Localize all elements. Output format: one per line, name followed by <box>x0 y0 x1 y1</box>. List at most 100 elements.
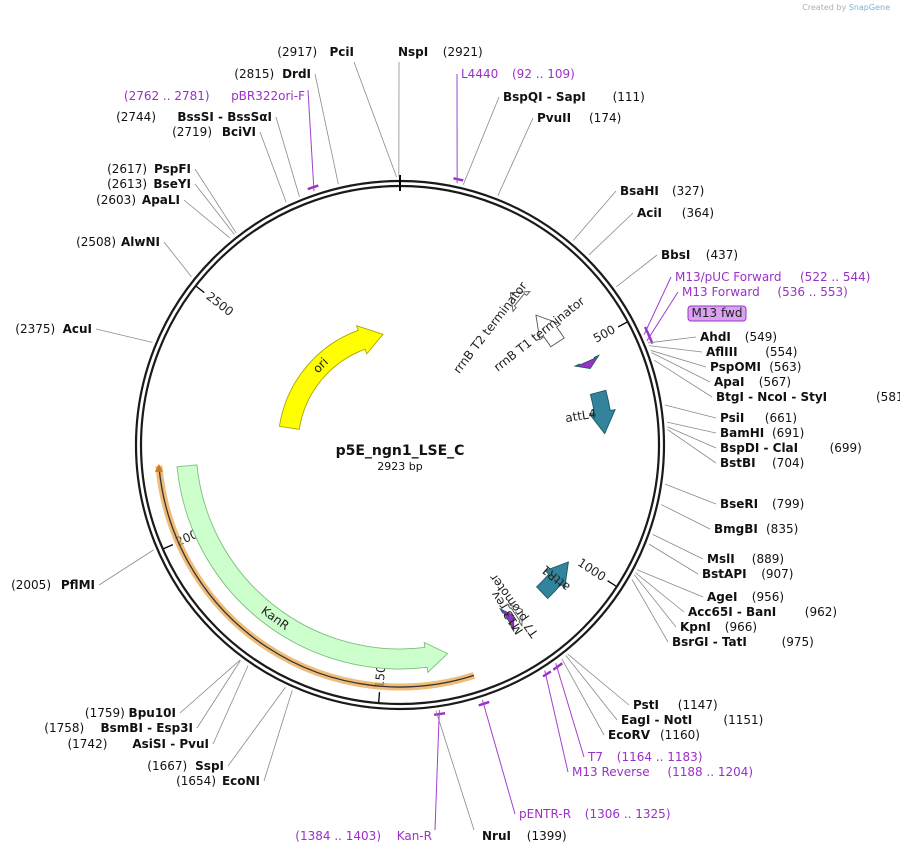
enzyme-acc65i: Acc65I - BanI(962) <box>688 605 837 619</box>
primer-m13fwd: M13 Forward(536 .. 553) <box>682 285 848 299</box>
enzyme-label: AgeI <box>707 590 737 604</box>
primer-t7: T7(1164 .. 1183) <box>587 750 703 764</box>
enzyme-label: AciI <box>637 206 662 220</box>
primer-range: (522 .. 544) <box>800 270 870 284</box>
enzyme-bpu10i: Bpu10I(1759) <box>85 706 176 720</box>
enzyme-label: MslI <box>707 552 735 566</box>
leader-line <box>434 710 440 831</box>
primer-label: pENTR-R <box>519 807 571 821</box>
leader-line <box>654 359 713 398</box>
enzyme-position: (437) <box>706 248 738 262</box>
primer-range: (92 .. 109) <box>512 67 575 81</box>
enzyme-label: AhdI <box>700 330 731 344</box>
leader-line <box>179 659 241 714</box>
scale-label: 500 <box>591 322 618 345</box>
m13-fwd-box-rect <box>687 305 747 322</box>
leader-line <box>95 328 153 343</box>
enzyme-label: BsrGI - TatI <box>672 635 747 649</box>
primer-l4440: L4440(92 .. 109) <box>461 67 575 81</box>
kanr-outline-arrow <box>154 463 163 472</box>
enzyme-position: (1151) <box>723 713 763 727</box>
primer-pentrr: pENTR-R(1306 .. 1325) <box>519 807 671 821</box>
enzyme-alwni: AlwNI(2508) <box>76 235 160 249</box>
enzyme-bsahi: BsaHI (327) <box>620 184 704 198</box>
enzyme-position: (1399) <box>527 829 567 843</box>
enzyme-position: (2005) <box>11 578 51 592</box>
plasmid-name: p5E_ngn1_LSE_C <box>336 443 465 459</box>
enzyme-asisi: AsiSI - PvuI(1742) <box>67 737 209 751</box>
primer-label: M13 Forward <box>682 285 760 299</box>
feature-t7-promoter <box>506 603 523 628</box>
primer-mark-m13-forward <box>647 333 654 345</box>
enzyme-position: (2917) <box>277 45 317 59</box>
leader-line <box>263 690 293 782</box>
leader-line <box>646 291 679 342</box>
leader-line <box>227 687 286 767</box>
enzyme-position: (1667) <box>147 759 187 773</box>
leader-line <box>212 665 249 745</box>
enzyme-label: BstAPI <box>702 567 747 581</box>
scale-tick <box>378 692 381 703</box>
feature-m13-fwd-feature <box>573 354 600 370</box>
enzyme-label: BbsI <box>661 248 690 262</box>
enzyme-label: Acc65I - BanI <box>688 605 776 619</box>
scale-tick <box>617 321 628 328</box>
enzyme-position: (1654) <box>176 774 216 788</box>
enzyme-label: EcoRV <box>608 728 651 742</box>
enzyme-position: (699) <box>830 441 862 455</box>
scale-tick <box>163 543 174 550</box>
enzyme-ecorv: EcoRV(1160) <box>608 728 700 742</box>
enzyme-position: (2617) <box>107 162 147 176</box>
enzyme-position: (661) <box>765 411 797 425</box>
enzyme-position: (174) <box>589 111 621 125</box>
enzyme-apai: ApaI(567) <box>714 375 791 389</box>
enzyme-label: AcuI <box>63 322 92 336</box>
primer-range: (2762 .. 2781) <box>124 89 210 103</box>
enzyme-position: (2603) <box>96 193 136 207</box>
enzyme-label: BssSI - BssSαI <box>177 110 272 124</box>
primer-m13puc: M13/pUC Forward(522 .. 544) <box>675 270 870 284</box>
enzyme-position: (549) <box>745 330 777 344</box>
enzyme-psii: PsiI (661) <box>720 411 797 425</box>
enzyme-msli: MslI(889) <box>707 552 784 566</box>
enzyme-bsssi: BssSI - BssSαI(2744) <box>116 110 272 124</box>
enzyme-apali: ApaLI(2603) <box>96 193 180 207</box>
leader-line <box>648 543 699 575</box>
enzyme-label: ApaI <box>714 375 744 389</box>
primer-range: (1164 .. 1183) <box>617 750 703 764</box>
leader-line <box>435 710 475 831</box>
enzyme-pflmi: PflMI(2005) <box>11 578 95 592</box>
enzyme-position: (975) <box>782 635 814 649</box>
enzyme-agei: AgeI (956) <box>707 590 784 604</box>
enzyme-position: (907) <box>761 567 793 581</box>
enzyme-position: (956) <box>752 590 784 604</box>
enzyme-label: AlwNI <box>121 235 160 249</box>
enzyme-pspfi: PspFI(2617) <box>107 162 191 176</box>
feature-label-rrnb-t2: rrnB T2 terminator <box>450 279 529 376</box>
leader-line <box>196 660 241 729</box>
enzyme-label: PsiI <box>720 411 744 425</box>
enzyme-position: (1759) <box>85 706 125 720</box>
enzyme-bseri: BseRI(799) <box>720 497 804 511</box>
enzyme-label: PvuII <box>537 111 571 125</box>
leader-line <box>259 131 287 203</box>
leader-line <box>572 190 617 241</box>
leader-line <box>462 96 500 185</box>
enzyme-acui: AcuI(2375) <box>15 322 92 336</box>
credit-prefix: Created by <box>802 3 847 12</box>
enzyme-btgi: BtgI - NcoI - StyI(581) <box>716 390 900 404</box>
enzyme-label: PstI <box>633 698 659 712</box>
leader-line <box>664 404 717 419</box>
leader-line <box>664 483 717 505</box>
enzyme-label: BsaHI <box>620 184 659 198</box>
enzyme-sspi: SspI(1667) <box>147 759 224 773</box>
enzyme-label: BamHI <box>720 426 764 440</box>
enzyme-psti: PstI(1147) <box>633 698 718 712</box>
enzyme-afliii: AflIII(554) <box>706 345 797 359</box>
feature-kanr <box>176 464 449 674</box>
leader-line <box>666 421 717 434</box>
enzyme-position: (2921) <box>443 45 483 59</box>
enzyme-position: (327) <box>672 184 704 198</box>
leader-line <box>667 426 717 449</box>
plasmid-size: 2923 bp <box>377 460 422 473</box>
